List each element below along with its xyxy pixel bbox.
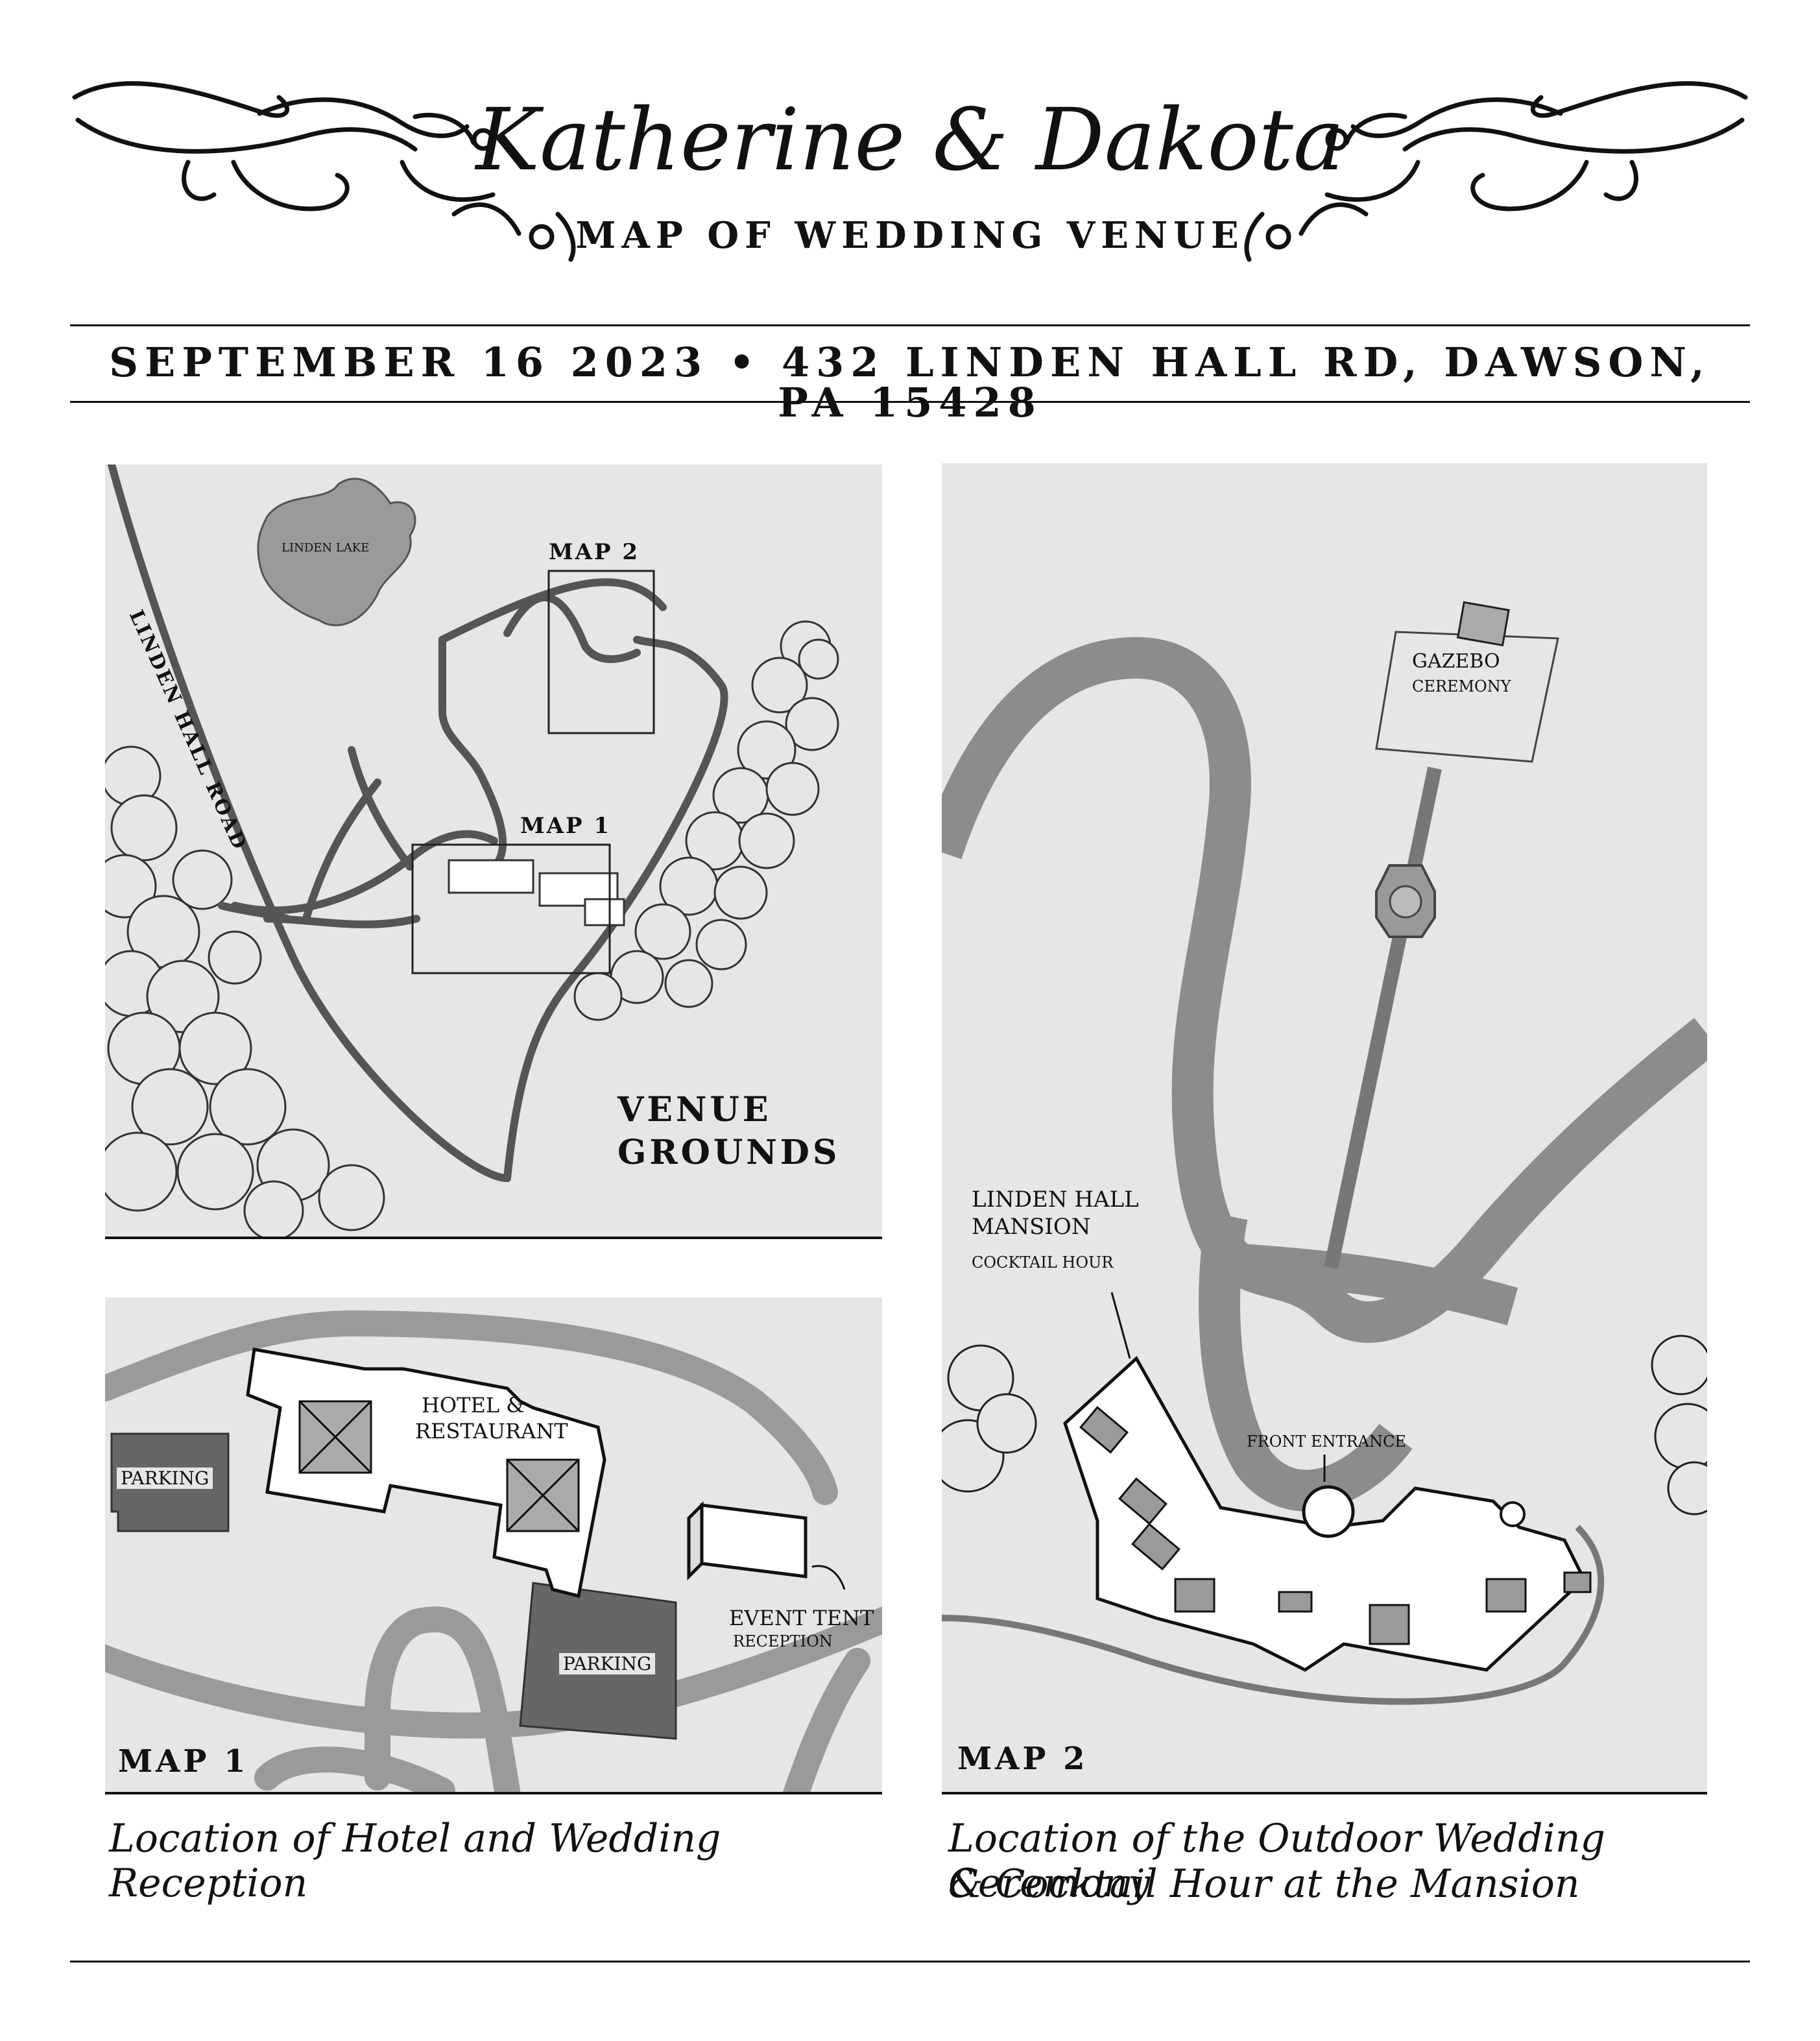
map2-box-label: MAP 2 xyxy=(549,539,640,565)
map2-caption-line1: Location of the Outdoor Wedding Ceremony xyxy=(948,1816,1605,1906)
tree-cluster-left xyxy=(105,745,385,1237)
mansion-roofs xyxy=(1079,1406,1592,1645)
map1-event-tent xyxy=(687,1501,808,1581)
map1-drawing xyxy=(105,1310,882,1792)
grounds-label-line2: GROUNDS xyxy=(617,1133,841,1172)
page-title: Katherine & Dakota xyxy=(475,90,1345,190)
page-subtitle: MAP OF WEDDING VENUE xyxy=(575,214,1245,257)
map2-trees xyxy=(942,1334,1707,1516)
map2-caption-line2: & Cocktail Hour at the Mansion xyxy=(948,1861,1580,1907)
header-ornament xyxy=(72,81,1748,262)
gazebo-building xyxy=(1375,601,1559,763)
gazebo-label: GAZEBO xyxy=(1412,650,1500,673)
map1-buildings-mini xyxy=(448,859,625,926)
tent-label: EVENT TENT xyxy=(729,1606,874,1630)
entrance-label: FRONT ENTRANCE xyxy=(1247,1432,1406,1451)
linden-lake xyxy=(257,477,416,627)
map2-corner-label: MAP 2 xyxy=(957,1741,1088,1777)
map2-drawing xyxy=(942,601,1707,1705)
venue-grounds-drawing xyxy=(105,465,839,1237)
mansion-label-line2: MANSION xyxy=(972,1214,1091,1240)
hotel-label-line2: RESTAURANT xyxy=(415,1419,568,1443)
grounds-label-line1: VENUE xyxy=(617,1090,772,1129)
map2-panel[interactable]: GAZEBO CEREMONY LINDEN HALL MANSION COCK… xyxy=(942,463,1707,1792)
map1-panel[interactable]: HOTEL & RESTAURANT PARKING PARKING EVENT… xyxy=(105,1298,882,1792)
map2-road-crossing xyxy=(1206,1242,1518,1325)
mansion-rotunda xyxy=(1302,1485,1355,1538)
mansion-tower xyxy=(1500,1501,1526,1527)
map2-baseline xyxy=(942,1792,1707,1794)
map1-box-label: MAP 1 xyxy=(520,813,612,839)
map1-roof-hatches xyxy=(298,1400,580,1532)
mansion-sublabel: COCKTAIL HOUR xyxy=(972,1253,1114,1272)
lake-label: LINDEN LAKE xyxy=(281,541,370,555)
tent-sublabel: RECEPTION xyxy=(733,1632,833,1650)
map1-corner-label: MAP 1 xyxy=(118,1743,249,1780)
fountain-circle xyxy=(1375,864,1436,938)
parking-label-left: PARKING xyxy=(117,1467,213,1490)
mansion-label-line1: LINDEN HALL xyxy=(972,1187,1139,1213)
map1-caption: Location of Hotel and Wedding Reception xyxy=(109,1816,721,1906)
parking-label-right: PARKING xyxy=(559,1653,656,1675)
map1-baseline xyxy=(105,1792,882,1794)
road-network xyxy=(108,465,728,1182)
hotel-label-line1: HOTEL & xyxy=(422,1393,525,1418)
top-divider-lower xyxy=(70,401,1750,403)
tree-cluster-right xyxy=(573,620,839,1021)
map1-tent-arrow xyxy=(811,1565,846,1590)
venue-grounds-map[interactable]: LINDEN HALL ROAD LINDEN LAKE MAP 2 MAP 1… xyxy=(105,465,882,1237)
top-divider xyxy=(70,324,1750,326)
date-address-line: SEPTEMBER 16 2023 • 432 LINDEN HALL RD, … xyxy=(109,339,1711,426)
mansion-arrow xyxy=(1110,1292,1131,1359)
bottom-divider xyxy=(70,1961,1750,1962)
map2-extent-box xyxy=(547,570,655,734)
mansion-drive xyxy=(942,1525,1605,1705)
map2-roads xyxy=(942,636,1707,1512)
venue-map-baseline xyxy=(105,1237,882,1239)
gazebo-sublabel: CEREMONY xyxy=(1412,677,1511,695)
gazebo-path xyxy=(1324,766,1442,1270)
map1-extent-box xyxy=(411,843,611,974)
